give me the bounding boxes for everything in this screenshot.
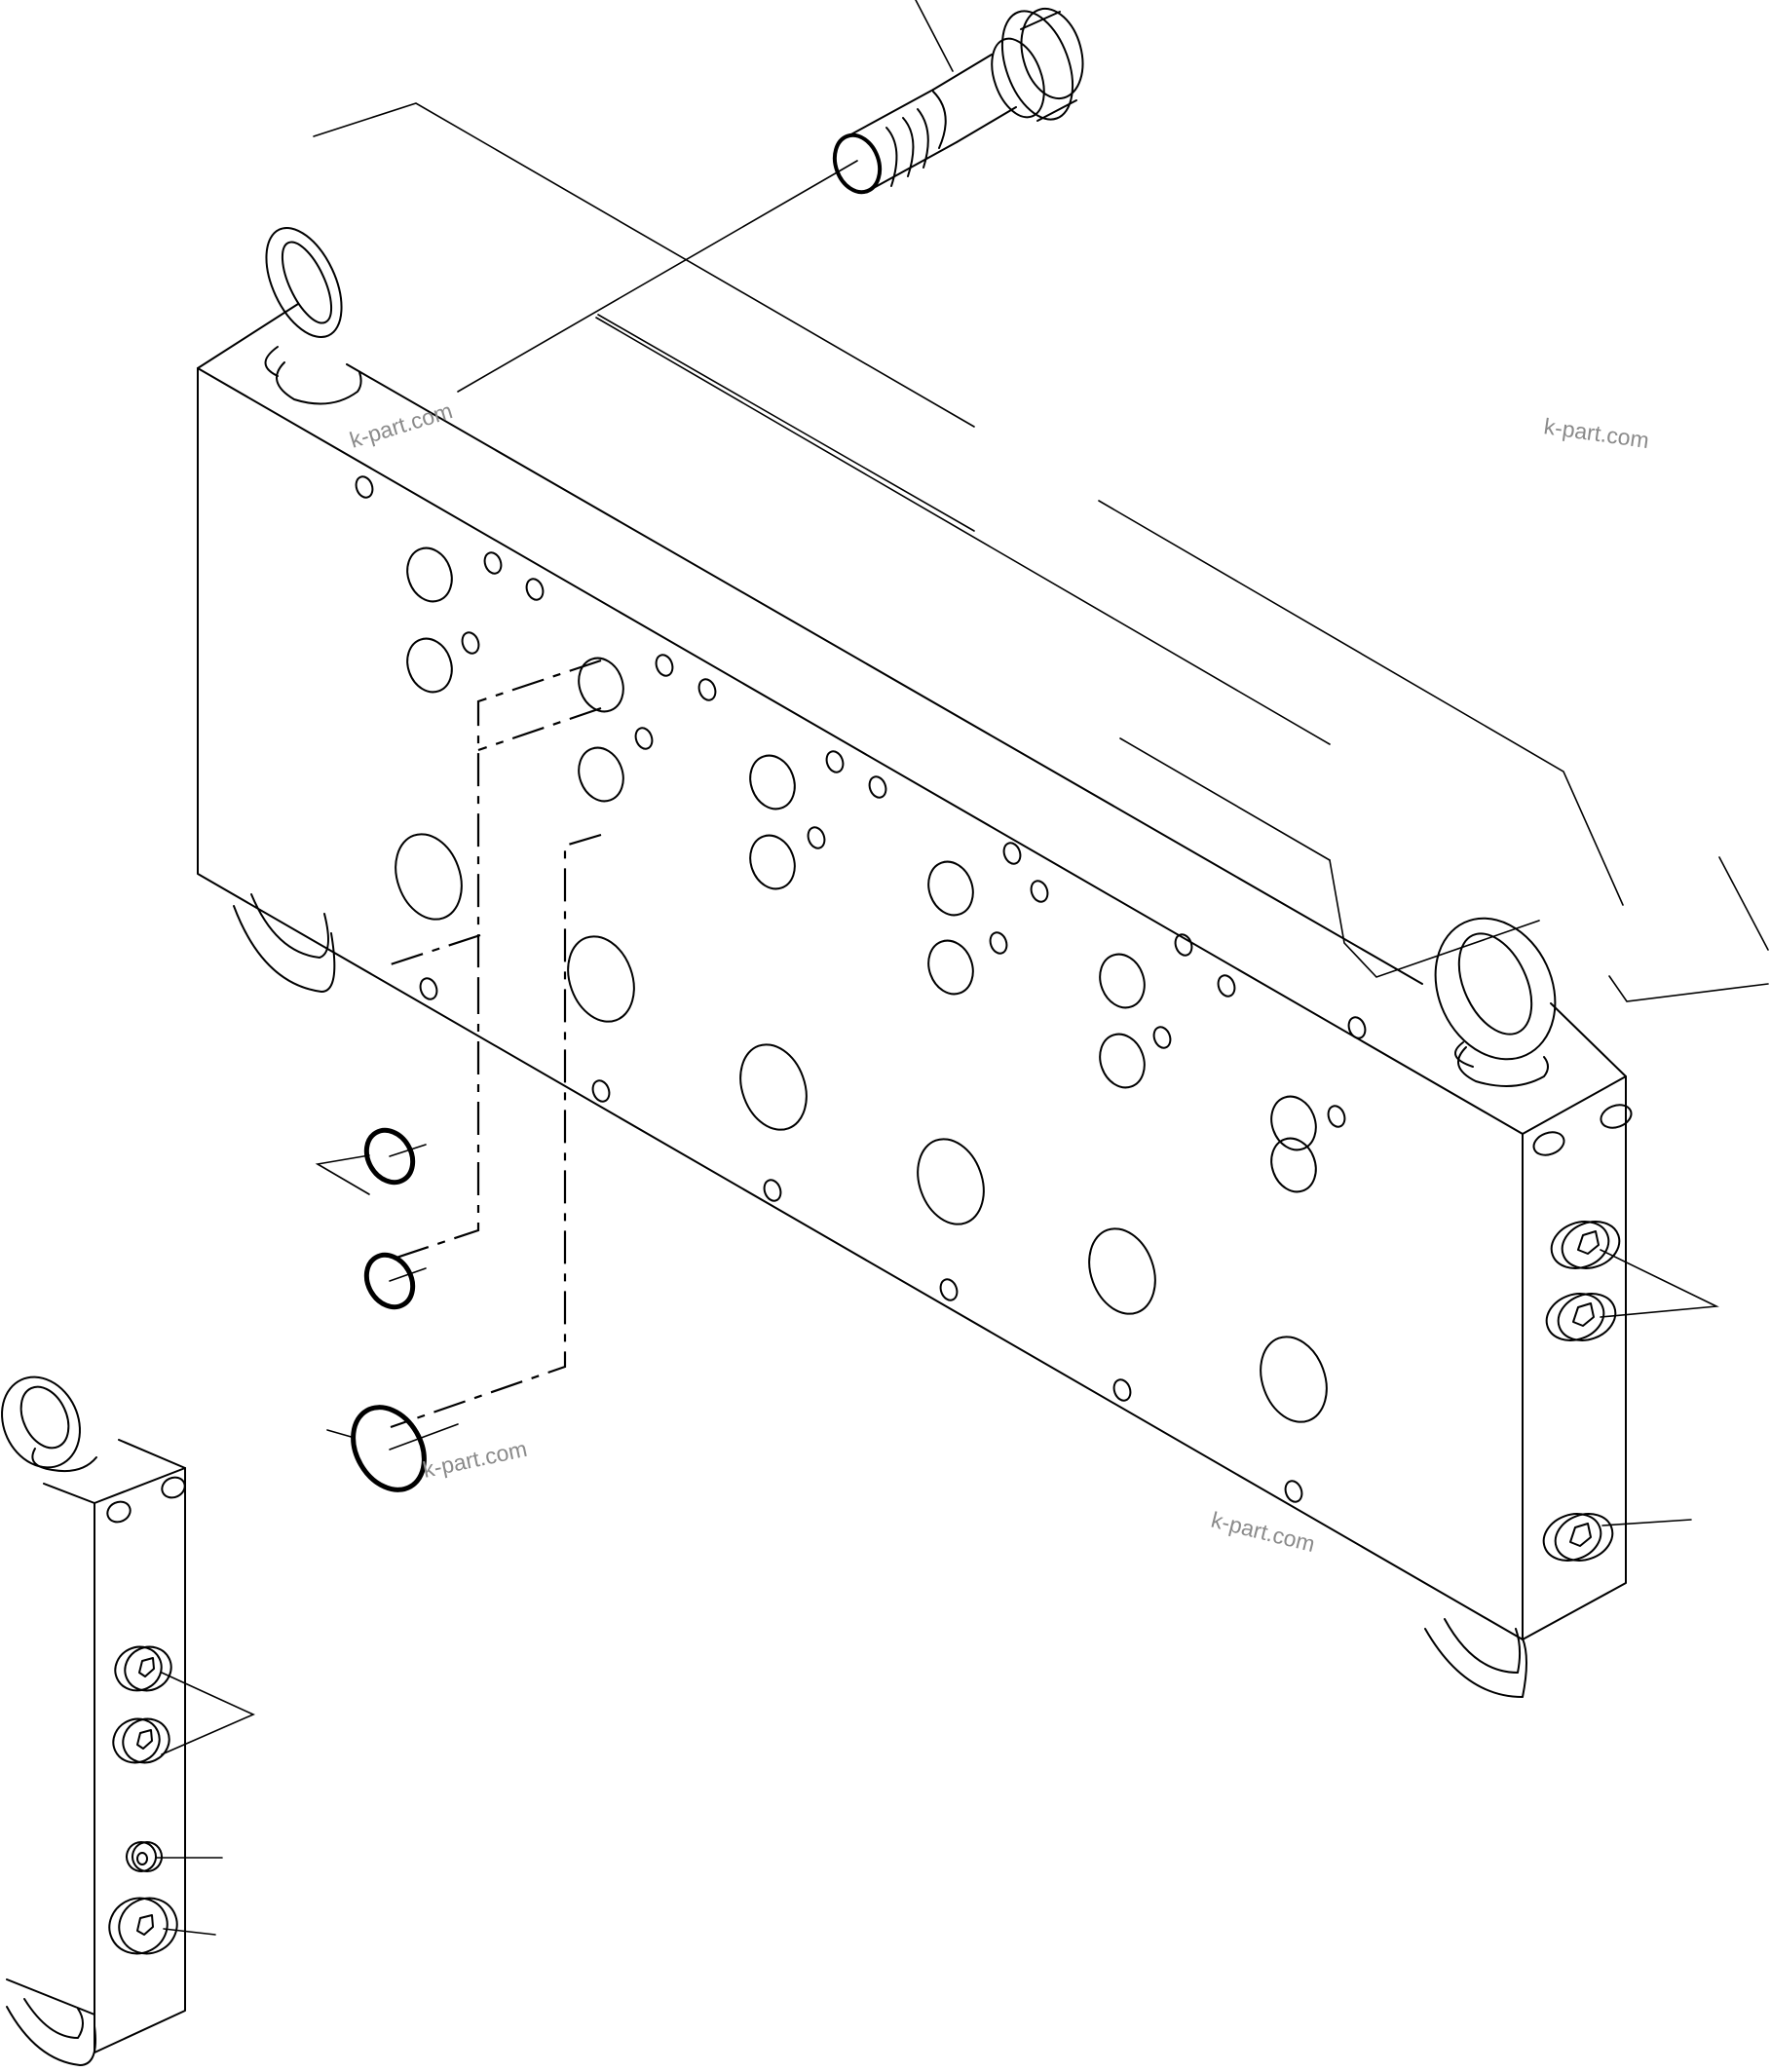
o-ring-connections xyxy=(390,659,602,1429)
side-view-block xyxy=(1,1375,255,2066)
bottom-hook-left xyxy=(233,893,336,993)
o-ring-large xyxy=(326,1405,459,1492)
o-ring-small-leader xyxy=(315,1154,370,1195)
o-ring-small-1 xyxy=(363,1127,427,1186)
eye-bolt-left xyxy=(264,226,362,405)
watermark: k-part.com xyxy=(1209,1507,1318,1558)
leader-lines xyxy=(313,102,1769,1002)
bottom-hook-right xyxy=(1424,1618,1527,1698)
watermark: k-part.com xyxy=(421,1436,530,1483)
manifold-block xyxy=(197,303,1627,1640)
o-ring-small-2 xyxy=(363,1252,427,1310)
watermark: k-part.com xyxy=(347,397,455,453)
watermark: k-part.com xyxy=(1542,413,1650,453)
socket-head-bolt xyxy=(832,0,1084,195)
eye-bolt-right xyxy=(1434,917,1557,1087)
port-holes xyxy=(355,475,1367,1503)
end-face-fittings xyxy=(1532,1104,1719,1562)
